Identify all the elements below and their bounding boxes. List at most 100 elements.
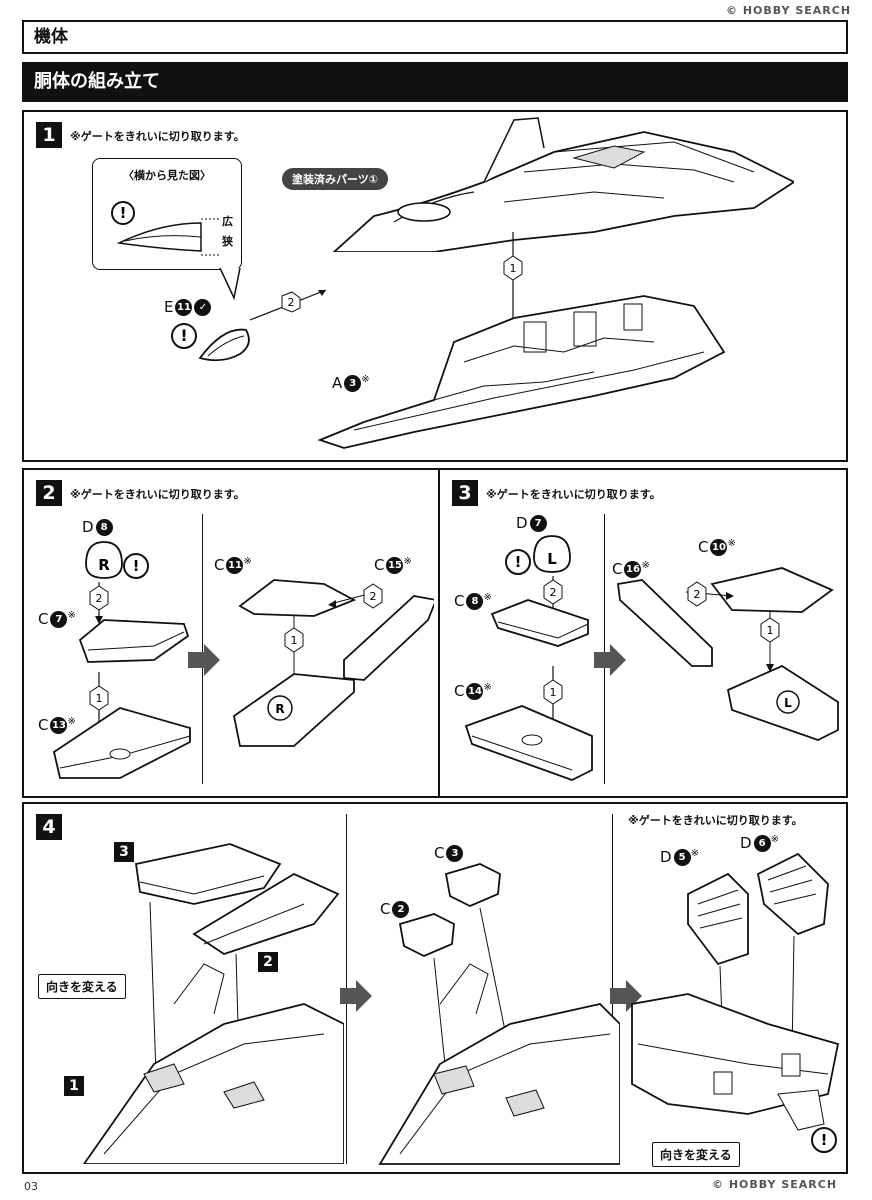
part-number: 2: [392, 901, 410, 918]
svg-text:2: 2: [96, 592, 103, 605]
watermark-top: © HOBBY SEARCH: [726, 4, 852, 17]
callout-tail: [219, 268, 241, 301]
star-mark: ※: [483, 682, 492, 693]
assembly-arrows: 2 1: [89, 582, 109, 754]
svg-text:!: !: [180, 326, 187, 345]
wide-label: 広: [222, 215, 233, 228]
assembly-arrows: 2 1: [543, 576, 563, 748]
part-letter: E: [164, 298, 174, 316]
step2-assembly-drawing: 2 1 R: [233, 579, 434, 747]
star-mark: ※: [361, 374, 370, 385]
step4-middle-drawing: [378, 863, 620, 1165]
svg-text:!: !: [515, 553, 522, 571]
part-number: 14: [466, 683, 484, 700]
part-letter: C: [38, 716, 49, 734]
part-number: 7: [529, 515, 547, 532]
part-letter: C: [374, 556, 385, 574]
attach-arrow-2: 2: [249, 289, 327, 321]
star-mark: ※: [727, 538, 736, 549]
svg-text:!: !: [821, 1131, 828, 1149]
part-letter: C: [698, 538, 709, 556]
part-c14-drawing: [464, 705, 593, 781]
svg-text:2: 2: [370, 590, 377, 603]
svg-text:2: 2: [694, 588, 701, 601]
part-number: 15: [386, 557, 404, 574]
part-number: 3: [344, 375, 362, 392]
star-mark: ※: [67, 716, 76, 727]
section-title: 機体: [22, 20, 848, 54]
next-arrow-icon: [340, 980, 372, 1012]
part-number: 13: [50, 717, 68, 734]
part-number: 3: [446, 845, 464, 862]
step-number: 1: [36, 122, 62, 148]
svg-text:1: 1: [291, 634, 298, 647]
part-c13-drawing: [52, 707, 191, 779]
step4-left-drawing: [82, 843, 344, 1164]
ref-step-3: 3: [114, 842, 134, 862]
part-number: 8: [95, 519, 113, 536]
part-letter: D: [660, 848, 672, 866]
part-number: 10: [710, 539, 728, 556]
watermark-bottom: © HOBBY SEARCH: [712, 1178, 838, 1191]
cap-part-l: ! L: [505, 535, 571, 575]
part-letter: C: [380, 900, 391, 918]
side-view-title: 〈横から見た図〉: [123, 169, 211, 182]
part-number: 8: [466, 593, 484, 610]
svg-text:R: R: [98, 556, 110, 574]
part-letter: A: [332, 374, 343, 392]
page-number: 03: [24, 1180, 38, 1193]
cap-part-r: R !: [85, 541, 149, 579]
svg-text:2: 2: [288, 296, 295, 309]
part-letter: C: [454, 682, 465, 700]
cement-icon: ✓: [194, 299, 212, 316]
svg-text:1: 1: [96, 692, 103, 705]
step-note: ※ゲートをきれいに切り取ります。: [70, 130, 245, 143]
exclamation-icon: [505, 549, 531, 575]
subsection-title: 胴体の組み立て: [22, 62, 848, 102]
part-letter: D: [516, 514, 528, 532]
part-number: 16: [624, 561, 642, 578]
part-letter: C: [612, 560, 623, 578]
step-number: 2: [36, 480, 62, 506]
part-letter: C: [38, 610, 49, 628]
part-letter: D: [82, 518, 94, 536]
next-arrow-icon: [188, 644, 220, 676]
turn-label-2: 向きを変える: [652, 1142, 740, 1167]
part-number: 7: [50, 611, 68, 628]
svg-text:!: !: [133, 557, 140, 575]
divider: [202, 514, 203, 784]
painted-part-badge: 塗装済みパーツ①: [282, 168, 389, 190]
side-view-callout: 〈横から見た図〉 広 狭 !: [92, 158, 242, 270]
part-number: 5: [673, 849, 691, 866]
turn-label-1: 向きを変える: [38, 974, 126, 999]
svg-text:2: 2: [550, 586, 557, 599]
svg-text:R: R: [275, 702, 284, 716]
svg-text:L: L: [547, 550, 557, 568]
exclamation-icon: [811, 1127, 837, 1153]
step-note: ※ゲートをきれいに切り取ります。: [486, 488, 661, 501]
ref-step-2: 2: [258, 952, 278, 972]
star-mark: ※: [770, 834, 779, 845]
part-letter: C: [434, 844, 445, 862]
side-view-drawing: !: [111, 201, 219, 256]
star-mark: ※: [690, 848, 699, 859]
ref-step-1: 1: [64, 1076, 84, 1096]
step4-right-drawing: !: [631, 852, 840, 1153]
star-mark: ※: [403, 556, 412, 567]
svg-text:1: 1: [767, 624, 774, 637]
part-number: 11: [226, 557, 244, 574]
svg-text:1: 1: [550, 686, 557, 699]
